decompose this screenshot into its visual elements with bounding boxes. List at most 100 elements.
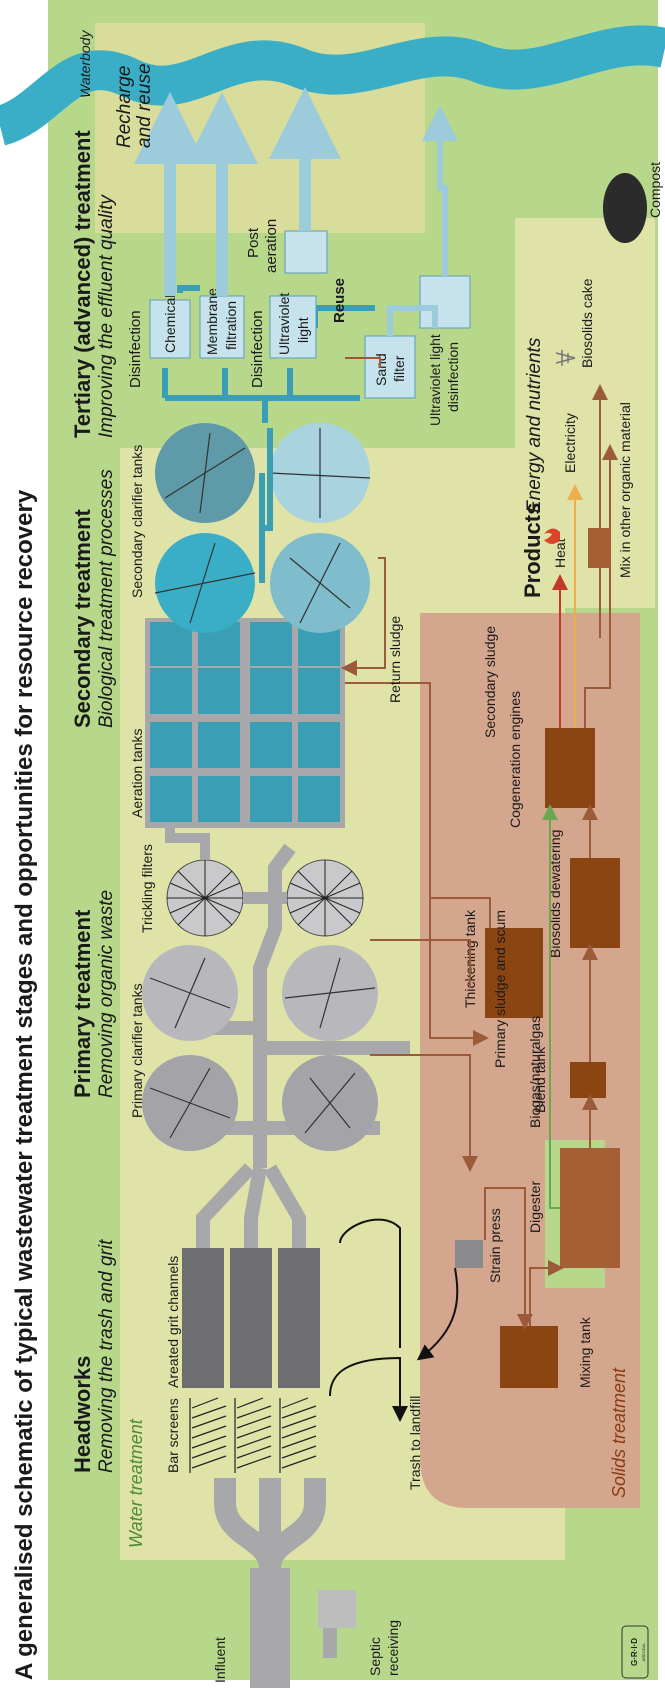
page-title: A generalised schematic of typical waste… [11,489,38,1680]
aeration-tank [298,668,340,714]
recharge-label-1: Recharge [114,66,135,148]
septic-receiving-box [318,1590,356,1628]
aeration-tank [298,722,340,768]
trash-arrow-2 [339,1218,401,1348]
strain-press-box [455,1240,483,1268]
trash-label: Trash to landfill [407,1396,423,1490]
strain-press-label: Strain press [487,1208,503,1283]
headworks-subtitle: Removing the trash and grit [96,1239,117,1473]
grit-channels [182,1248,320,1388]
trickling-filters-label: Trickling filters [139,844,155,933]
primary-title: Primary treatment [70,909,95,1098]
grit-channel [182,1248,224,1388]
secondary-clarifier [154,533,256,633]
blend-tank [570,1062,606,1098]
bar-screen [234,1397,272,1473]
secondary-cross-pipe [259,428,273,583]
waterbody-river-band [0,25,665,146]
water-zone-label: Water treatment [126,1418,146,1548]
digester-label: Digester [527,1181,543,1233]
sand-filter-label-2: filter [391,355,407,382]
membrane-label-1: Membrane [204,288,220,355]
primary-clarifier [142,945,238,1041]
mixing-tank [500,1326,558,1388]
logo-subtext: ARENDAL [641,1642,646,1662]
sludge-arrows [341,357,618,1330]
aeration-tank [150,668,192,714]
mix-label: Mix in other organic material [617,402,633,578]
biogas-arrow [542,804,560,1209]
aeration-frame [145,618,345,828]
grid-arendal-logo: G·R·I·D ARENDAL [621,1625,649,1679]
flame-icon [544,528,560,544]
aeration-tank [250,668,292,714]
aeration-tank [198,668,240,714]
primary-clarifier [282,945,378,1041]
membrane-label-2: filtration [223,301,239,350]
cogeneration-label: Cogeneration engines [507,691,523,828]
uv-label-2: light [295,317,311,343]
disinfection-label-1: Disinfection [127,310,144,388]
trickling-filter [166,859,244,937]
bar-screens-label: Bar screens [165,1398,181,1473]
aeration-tank [250,622,292,666]
uv-disinfection-box [419,275,471,329]
biosolids-cake-label: Biosolids cake [579,278,595,368]
headworks-title: Headworks [70,1356,95,1473]
influent-label: Influent [212,1637,228,1683]
uv-label-1: Ultraviolet [276,293,292,355]
outflow-arrows [134,87,341,296]
aeration-tank [250,776,292,822]
return-sludge-label: Return sludge [387,616,403,703]
chemical-label: Chemical [162,295,178,353]
cogeneration-engine [545,728,595,808]
secondary-sludge-label: Secondary sludge [482,626,498,738]
post-aeration-box [284,230,328,274]
post-aeration-label-2: aeration [263,219,280,273]
primary-sludge-label: Primary sludge and scum [492,910,508,1068]
uv-box [269,295,317,359]
aeration-tank [250,722,292,768]
biogas-label: Biogas/naturalgas [527,1016,543,1128]
grit-channels-label: Areated grit channels [165,1256,181,1388]
aeration-tank [150,622,192,666]
recharge-label-2: and reuse [134,63,155,148]
biosolids-dewatering-tank [570,858,620,948]
secondary-clarifier [270,533,370,633]
power-pylon-icon [555,350,576,366]
solids-zone-label: Solids treatment [609,1367,629,1498]
tertiary-title: Tertiary (advanced) treatment [70,130,95,438]
secondary-title: Secondary treatment [70,508,95,728]
grit-channel [230,1248,272,1388]
aeration-tank [150,722,192,768]
secondary-subtitle: Biological treatment processes [96,469,117,728]
uv-disinfection-label-2: disinfection [445,342,461,412]
aeration-tank [198,622,240,666]
compost-pile-icon [603,173,647,243]
septic-label-2: receiving [385,1620,401,1676]
aeration-tanks-label: Aeration tanks [129,729,145,819]
bar-screens [189,1397,317,1473]
strain-press-arrow [416,1267,459,1361]
aeration-tank [198,722,240,768]
aeration-tank [298,622,340,666]
mixing-tank-label: Mixing tank [577,1316,593,1388]
products-title: Products [520,503,545,598]
trickling-filter [286,859,364,937]
post-aeration-label-1: Post [245,227,262,258]
septic-label-1: Septic [367,1637,383,1676]
disinfection-label-2: Disinfection [249,310,266,388]
aeration-tank [198,776,240,822]
reuse-label: Reuse [331,278,348,323]
uv-disinfection-label-1: Ultraviolet light [427,334,443,426]
products-subtitle: Energy and nutrients [524,337,545,513]
bar-screen [189,1397,228,1473]
thickening-tank [485,928,543,1018]
aeration-tanks [150,622,340,822]
primary-clarifier [282,1055,378,1151]
chemical-box [149,299,191,359]
influent-pipes [214,1478,337,1688]
blend-tank-label: Blend tank [532,1046,548,1113]
digester-tank [560,1148,620,1268]
